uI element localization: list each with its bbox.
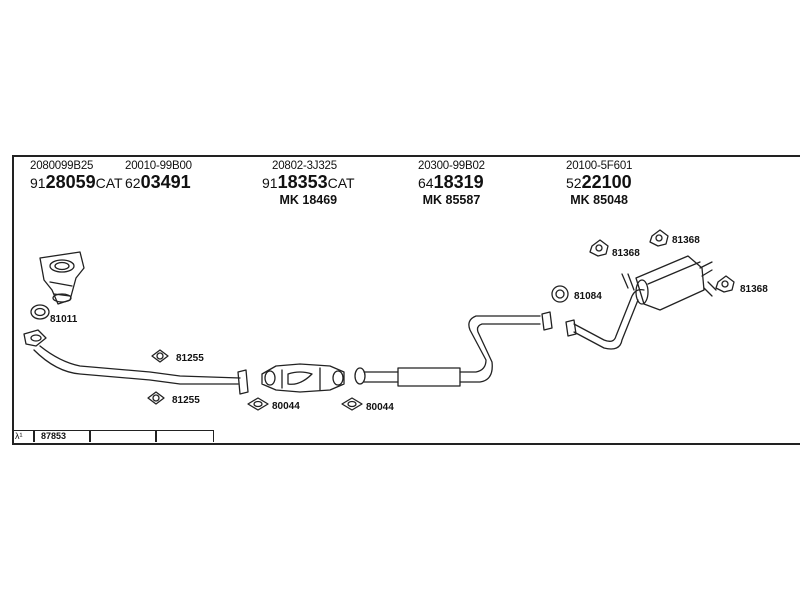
part-prefix: 62 <box>125 175 141 191</box>
part-main-number: 03491 <box>140 172 191 192</box>
middle-catalytic-converter <box>261 363 345 393</box>
part-prefix: 91 <box>262 175 278 191</box>
clamp-81255-icon-b <box>147 391 165 405</box>
hanger-81368-icon-b <box>649 229 669 247</box>
label-81368-a: 81368 <box>612 248 640 259</box>
part-suffix: CAT <box>95 175 123 191</box>
part-column-3: 20802-3J325 9118353CAT MK 18469 <box>262 160 355 208</box>
part-main-number: 28059 <box>45 172 96 192</box>
label-81368-c: 81368 <box>740 284 768 295</box>
part-number: 9118353CAT <box>262 173 355 193</box>
part-suffix: CAT <box>327 175 355 191</box>
part-column-2: 20010-99B00 6203491 <box>125 160 192 193</box>
label-81011: 81011 <box>50 314 78 325</box>
front-catalytic-converter <box>39 251 85 305</box>
lambda-sensor-box: λ¹ 87853 <box>12 430 214 443</box>
label-81255-b: 81255 <box>172 395 200 406</box>
part-mk: MK 85048 <box>570 193 628 207</box>
part-column-5: 20100-5F601 5222100 MK 85048 <box>566 160 632 208</box>
lambda-empty-cell <box>90 430 156 442</box>
part-main-number: 18319 <box>433 172 484 192</box>
part-code: 20100-5F601 <box>566 160 633 172</box>
part-code: 20802-3J325 <box>272 160 337 172</box>
gasket-80044-icon-a <box>247 397 269 411</box>
frame-bottom-line <box>12 443 800 445</box>
part-number: 5222100 <box>566 173 632 193</box>
lambda-empty-cell <box>156 430 214 442</box>
rear-muffler <box>565 255 717 350</box>
frame-left-line <box>12 155 14 444</box>
center-pipe <box>354 311 553 387</box>
part-column-1: 2080099B25 9128059CAT <box>30 160 123 193</box>
gasket-81084-icon <box>551 285 569 303</box>
label-81255-a: 81255 <box>176 353 204 364</box>
label-80044-b: 80044 <box>366 402 394 413</box>
frame-top-line <box>12 155 800 157</box>
clamp-81255-icon-a <box>151 349 169 363</box>
part-main-number: 22100 <box>581 172 632 192</box>
label-80044-a: 80044 <box>272 401 300 412</box>
part-number: 6418319 <box>418 173 485 193</box>
part-number: 9128059CAT <box>30 173 123 193</box>
part-code: 20300-99B02 <box>418 160 485 172</box>
part-column-4: 20300-99B02 6418319 MK 85587 <box>418 160 485 208</box>
part-mk: MK 18469 <box>279 193 338 207</box>
part-code: 2080099B25 <box>30 160 94 172</box>
label-81084: 81084 <box>574 291 602 302</box>
part-prefix: 52 <box>566 175 582 191</box>
front-pipe <box>23 329 249 395</box>
part-main-number: 18353 <box>277 172 328 192</box>
hanger-81368-icon-a <box>589 239 609 257</box>
part-number: 6203491 <box>125 173 192 193</box>
gasket-80044-icon-b <box>341 397 363 411</box>
part-code: 20010-99B00 <box>125 160 192 172</box>
part-prefix: 91 <box>30 175 46 191</box>
part-mk: MK 85587 <box>422 193 481 207</box>
hanger-81368-icon-c <box>715 275 735 293</box>
lambda-number: 87853 <box>34 430 90 442</box>
part-prefix: 64 <box>418 175 434 191</box>
gasket-81011-icon <box>30 304 50 320</box>
label-81368-b: 81368 <box>672 235 700 246</box>
lambda-symbol: λ¹ <box>12 430 34 442</box>
